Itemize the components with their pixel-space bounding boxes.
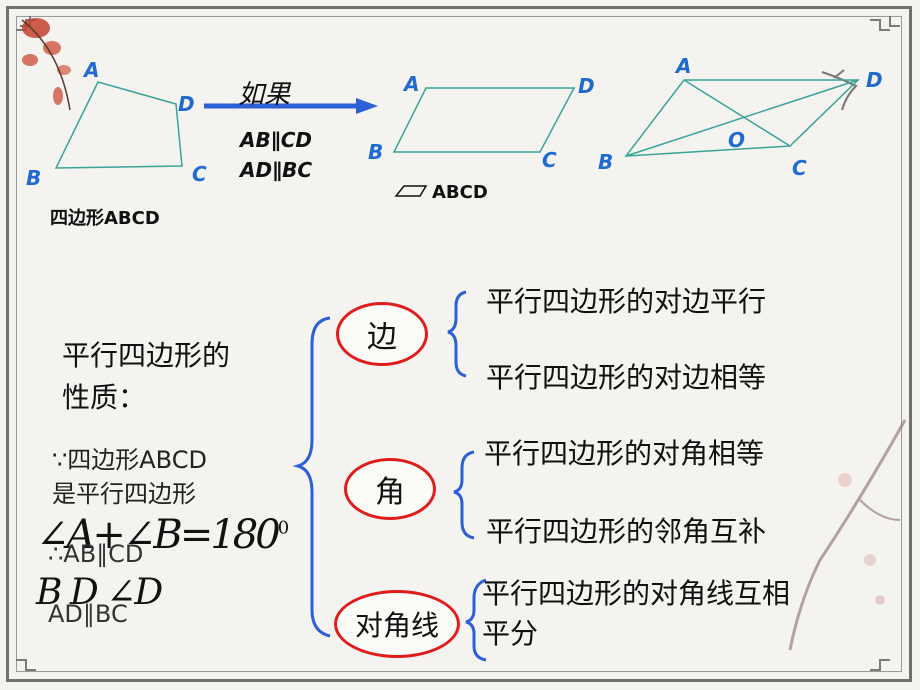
fig2-label-b: B (368, 140, 384, 164)
fig1-label-a: A (84, 58, 100, 82)
category-angle-oval: 角 (344, 458, 436, 520)
conclusion-ad-bc: AD∥BC (48, 600, 128, 628)
fig2-caption: ABCD (432, 182, 488, 203)
figures-layer (54, 79, 860, 197)
fig1-label-c: C (192, 162, 207, 186)
angle-brace-icon (453, 450, 475, 540)
bird-decoration-icon (821, 69, 858, 111)
side-brace-icon (447, 290, 467, 378)
conclusion-ab-cd: ∴AB∥CD (48, 540, 144, 568)
diagonal-bd (625, 79, 859, 157)
ink-branch-decoration-icon (788, 419, 907, 651)
category-side-oval: 边 (336, 302, 428, 366)
formula-angle-sum: ∠A+∠B=1800 (36, 512, 290, 558)
diagonal-brace-icon (465, 578, 487, 662)
fig2-label-d: D (578, 74, 595, 98)
property-side-equal: 平行四边形的对边相等 (486, 361, 767, 394)
parallelogram-shape (392, 87, 576, 153)
fig1-label-d: D (178, 92, 195, 116)
formula-exponent: 0 (277, 517, 290, 539)
properties-title-line1: 平行四边形的 (62, 339, 231, 372)
property-diagonal-line2: 平分 (482, 617, 539, 650)
category-diagonal-oval: 对角线 (334, 590, 460, 658)
fig3-label-o: O (728, 128, 746, 152)
because-line2: 是平行四边形 (52, 480, 196, 508)
parallelogram-symbol-icon (394, 185, 428, 197)
property-angle-equal: 平行四边形的对角相等 (484, 437, 765, 470)
arrow-head-icon (356, 98, 378, 114)
fig2-label-a: A (404, 72, 420, 96)
main-brace-icon (292, 316, 331, 638)
fig1-label-b: B (26, 166, 42, 190)
arrow-word: 如果 (238, 80, 291, 110)
category-side-label: 边 (367, 320, 397, 355)
because-line1: ∵四边形ABCD (52, 446, 207, 474)
property-diagonal-line1: 平行四边形的对角线互相 (482, 577, 791, 610)
fig3-label-c: C (792, 156, 807, 180)
condition-ad-bc: AD∥BC (240, 158, 313, 182)
properties-title-line2: 性质： (62, 381, 147, 414)
fig3-label-a: A (676, 54, 692, 78)
category-angle-label: 角 (375, 475, 405, 510)
fig3-label-b: B (598, 150, 614, 174)
fig3-label-d: D (866, 68, 883, 92)
formula-text: ∠A+∠B=180 (36, 512, 281, 558)
property-side-parallel: 平行四边形的对边平行 (486, 285, 767, 318)
fig1-caption: 四边形ABCD (50, 208, 160, 229)
slide-border (6, 6, 912, 682)
slide-inner-border (16, 16, 902, 672)
blossom-decoration-icon (21, 18, 71, 111)
diagonal-ac (683, 79, 791, 147)
fig2-label-c: C (542, 148, 557, 172)
formula-angle-b-d: B D ∠D (36, 572, 163, 613)
condition-ab-cd: AB∥CD (240, 128, 313, 152)
quadrilateral-shape (54, 81, 183, 169)
property-angle-supplementary: 平行四边形的邻角互补 (486, 515, 767, 548)
category-diagonal-label: 对角线 (354, 609, 439, 642)
